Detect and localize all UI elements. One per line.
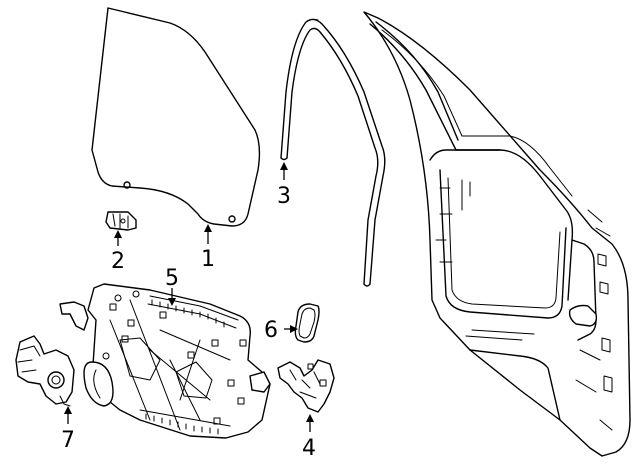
window-regulator-part[interactable] [59,283,271,439]
leader-lines [64,162,314,432]
door-shell [363,11,631,457]
callout-5: 5 [165,266,179,291]
callout-3: 3 [277,184,291,209]
callout-4: 4 [302,436,316,461]
glass-run-channel-part[interactable] [280,18,386,287]
callout-1: 1 [201,247,215,272]
motor-bracket-part[interactable] [277,359,335,413]
glass-clip-part[interactable] [105,211,137,231]
window-glass-part[interactable] [91,7,261,227]
callout-7: 7 [61,428,75,453]
seal-pad-part[interactable] [294,303,320,343]
regulator-tick-marks [145,299,225,435]
callout-6: 6 [264,318,278,343]
callout-2: 2 [111,249,125,274]
door-latch-part[interactable] [15,335,75,407]
